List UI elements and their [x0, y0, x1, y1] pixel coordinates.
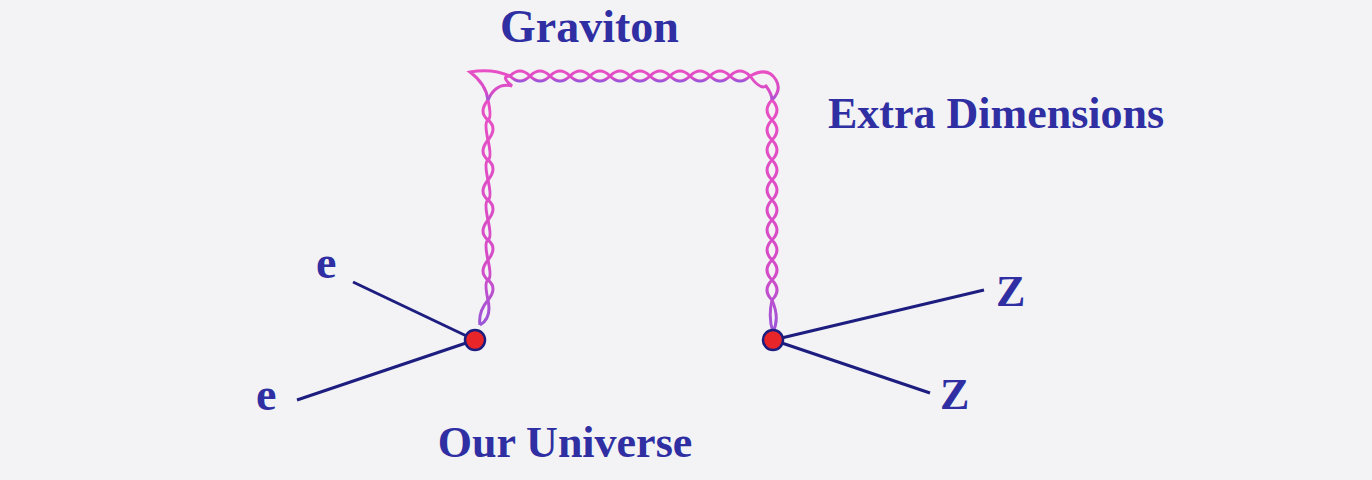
particle-label: Z	[996, 270, 1025, 314]
particle-label: e	[316, 240, 336, 286]
universe-plane: Our Universe	[0, 213, 1160, 480]
dimension-label: Extra Dimensions	[828, 92, 1164, 136]
plane-label: Our Universe	[300, 421, 830, 465]
particle-label: e	[256, 372, 276, 418]
electron-line	[353, 282, 475, 340]
z-boson-line	[773, 290, 984, 340]
electron-line	[297, 340, 475, 400]
particle-label: Z	[940, 373, 969, 417]
vertex-dot	[465, 330, 485, 350]
vertex-dot	[763, 330, 783, 350]
z-boson-line	[773, 340, 930, 393]
graviton-label: Graviton	[500, 4, 679, 50]
graviton-line	[470, 71, 778, 332]
